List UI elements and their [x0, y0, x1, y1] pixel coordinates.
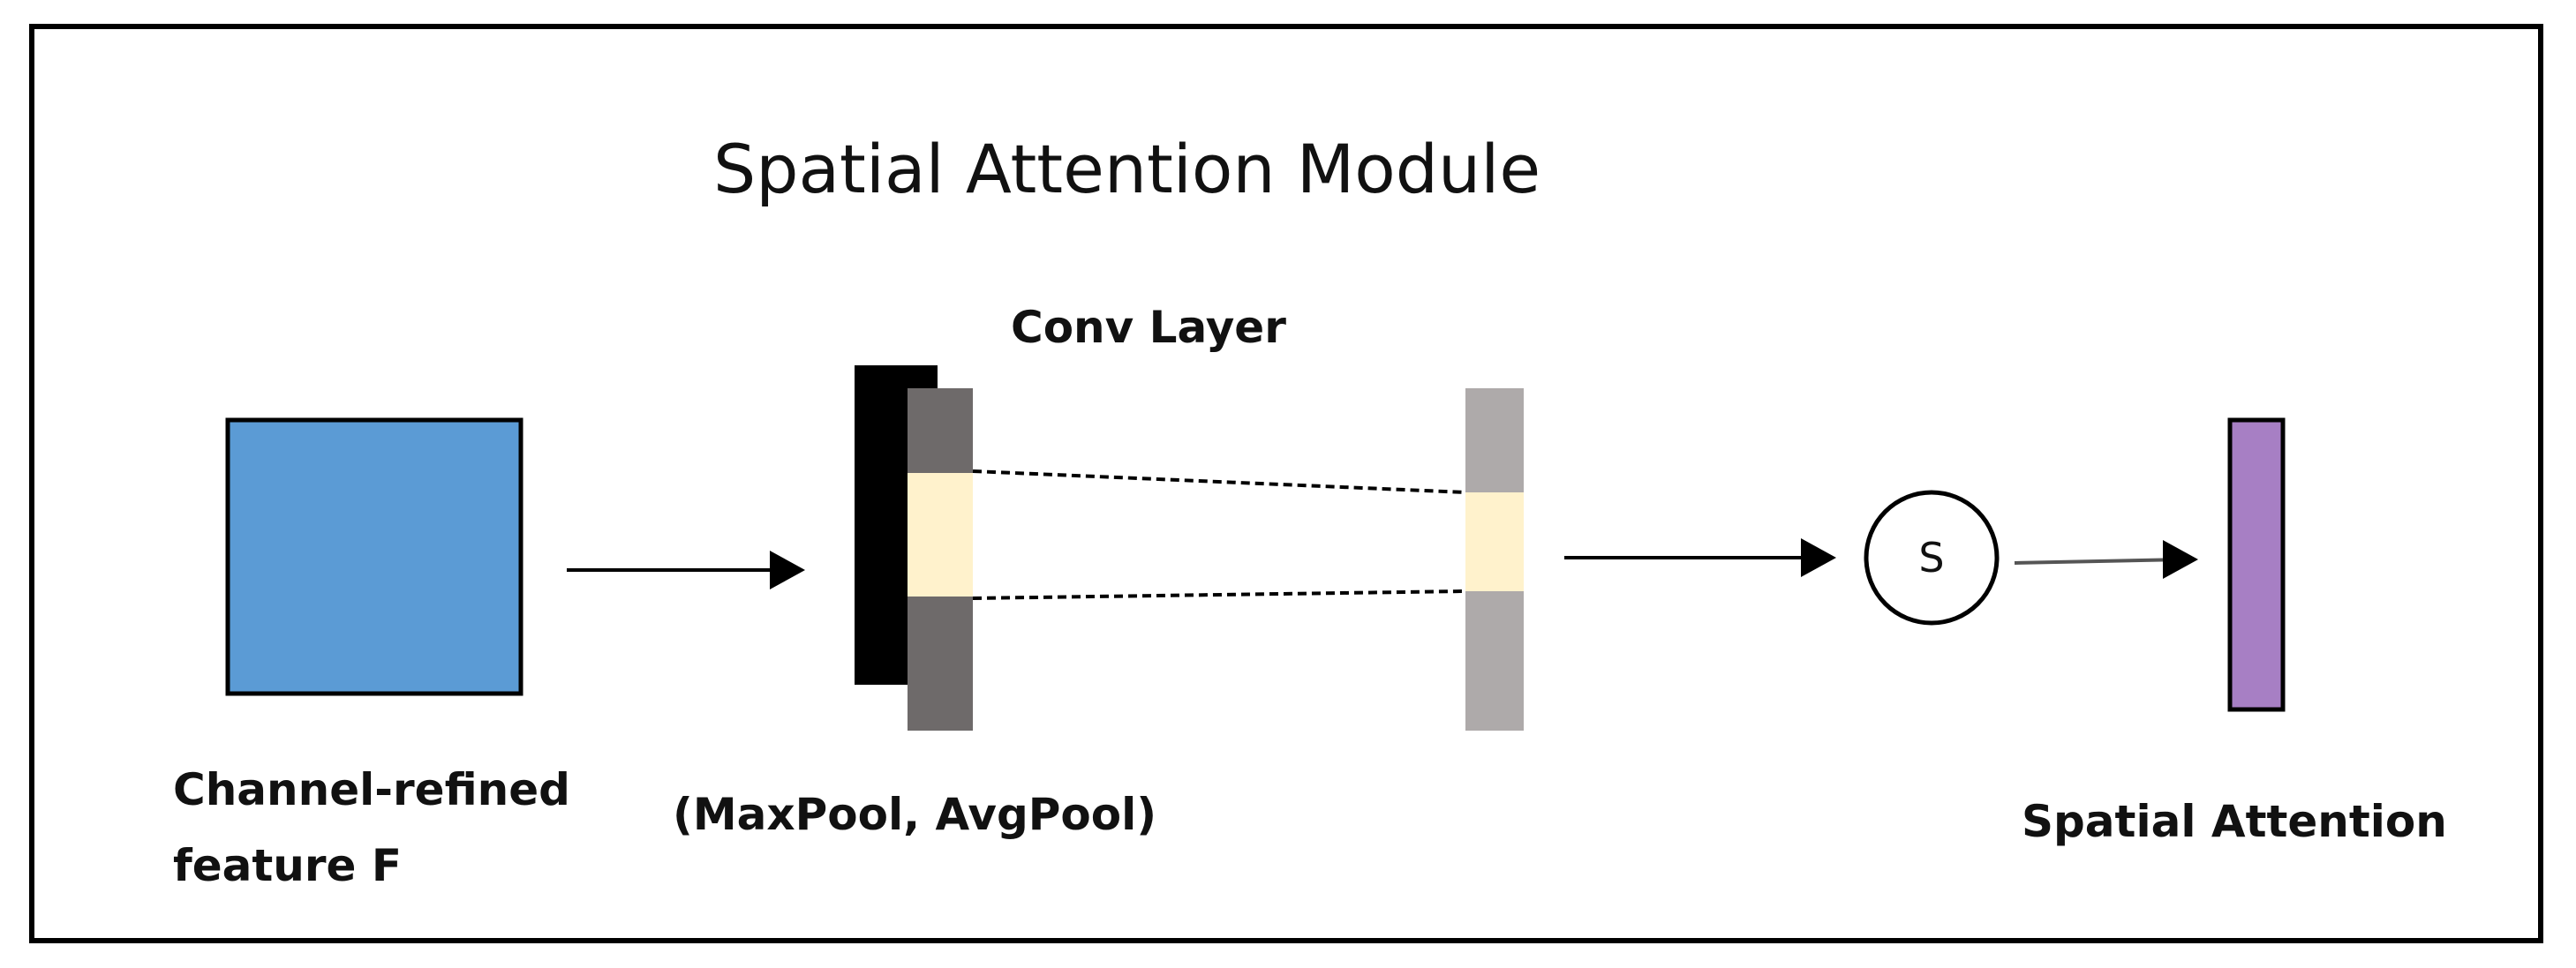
arrowhead-input-to-pooling	[770, 551, 805, 589]
diagram-title: Spatial Attention Module	[713, 130, 1540, 208]
projection-line-bottom	[972, 589, 1466, 600]
arrowhead-sigmoid-to-output	[2163, 540, 2198, 579]
spatial-attention-map	[2227, 417, 2286, 712]
pooling-label: (MaxPool, AvgPool)	[673, 789, 1156, 840]
conv-highlight-region	[1465, 492, 1524, 591]
sigmoid-symbol: S	[1918, 534, 1944, 582]
input-label-line2: feature F	[173, 840, 402, 891]
output-label: Spatial Attention	[2022, 796, 2447, 847]
arrowhead-conv-to-sigmoid	[1801, 538, 1836, 577]
outer-frame	[29, 24, 2543, 943]
input-label-line1: Channel-refined	[173, 764, 570, 815]
projection-line-top	[972, 469, 1466, 494]
arrow-sigmoid-to-output	[2014, 558, 2185, 565]
conv-layer-label: Conv Layer	[1011, 302, 1286, 353]
sigmoid-node	[1864, 490, 2000, 626]
input-feature-block	[225, 417, 523, 696]
pooling-highlight-region	[908, 473, 973, 597]
